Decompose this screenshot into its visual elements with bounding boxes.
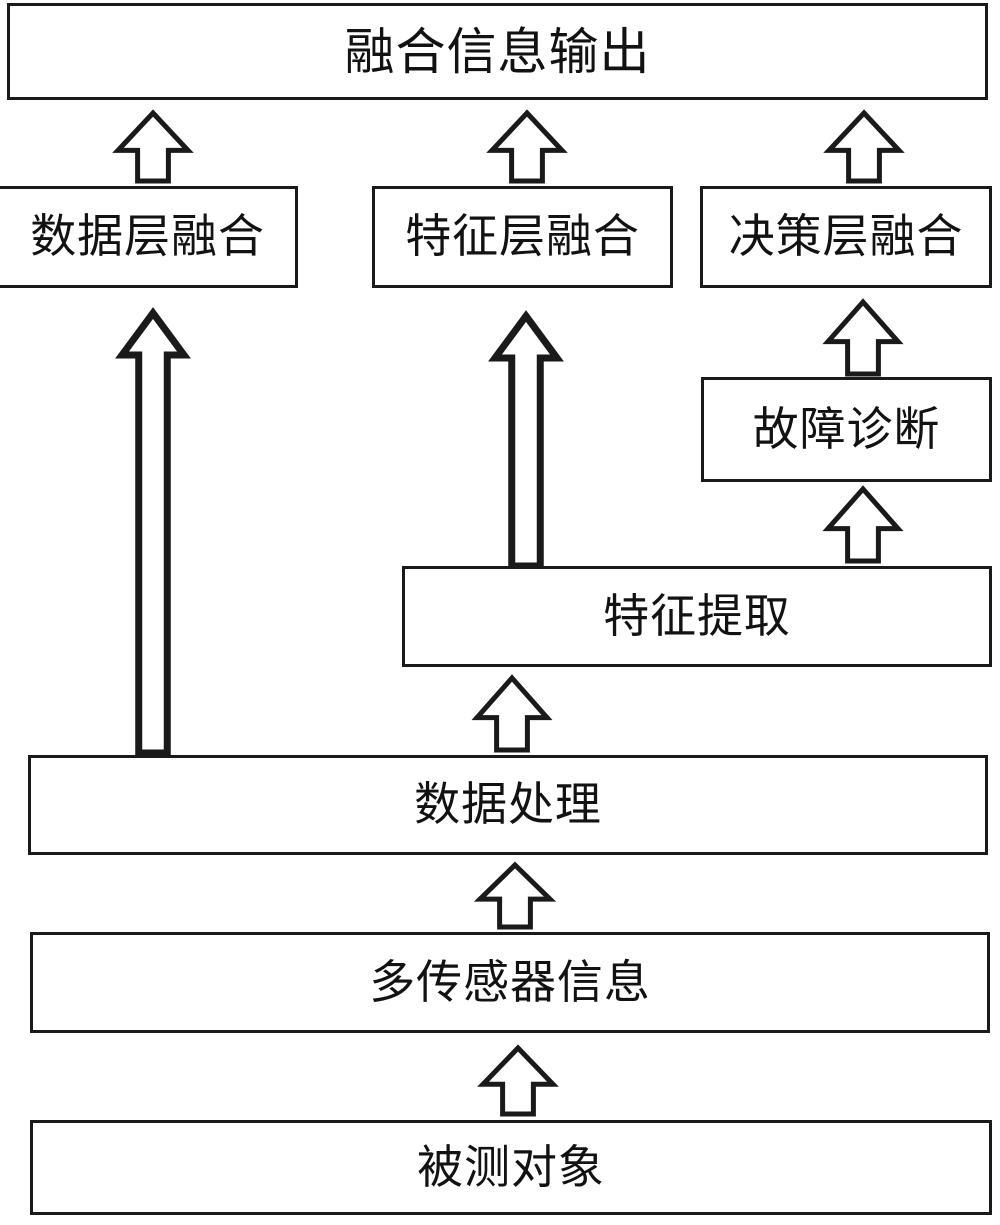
arrow-data-fusion-to-output [112,109,194,184]
arrow-up-icon [822,298,904,377]
node-fault-diagnosis: 故障诊断 [701,377,992,482]
node-measured-object: 被测对象 [30,1120,992,1215]
node-data-level-fusion: 数据层融合 [0,186,298,288]
arrow-up-icon [822,485,904,564]
node-data-processing: 数据处理 [28,755,988,855]
arrow-feature-fusion-to-output [486,109,568,184]
node-label-data-level-fusion: 数据层融合 [30,211,265,262]
arrow-feature-extraction-to-fault-diagnosis [822,485,904,564]
arrow-multi-sensor-to-data-processing [473,861,557,930]
node-feature-extraction: 特征提取 [402,566,992,667]
arrow-decision-fusion-to-output [823,109,905,184]
arrow-up-icon [823,109,905,184]
arrow-measured-object-to-multi-sensor [477,1044,559,1117]
arrow-up-icon [473,861,557,930]
arrow-up-icon [112,109,194,184]
node-label-measured-object: 被测对象 [417,1141,605,1193]
node-label-multi-sensor-info: 多传感器信息 [369,956,651,1008]
node-multi-sensor-info: 多传感器信息 [30,932,990,1033]
node-decision-level-fusion: 决策层融合 [700,186,992,288]
node-label-feature-level-fusion: 特征层融合 [405,211,640,262]
arrow-data-processing-to-feature-extraction [471,674,553,753]
node-label-decision-level-fusion: 决策层融合 [728,211,964,262]
node-feature-level-fusion: 特征层融合 [372,186,673,288]
node-label-data-processing: 数据处理 [414,779,602,830]
arrow-data-processing-to-data-fusion [115,307,191,757]
arrow-feature-extraction-to-feature-fusion [488,310,564,570]
node-fusion-output: 融合信息输出 [7,3,988,100]
arrow-up-icon [486,109,568,184]
arrow-up-icon [471,674,553,753]
arrow-fault-diagnosis-to-decision-fusion [822,298,904,377]
node-label-feature-extraction: 特征提取 [603,590,791,642]
node-label-fault-diagnosis: 故障诊断 [752,403,941,455]
arrow-up-icon [115,307,191,757]
arrow-up-icon [488,310,564,570]
arrow-up-icon [477,1044,559,1117]
node-label-fusion-output: 融合信息输出 [344,23,651,80]
